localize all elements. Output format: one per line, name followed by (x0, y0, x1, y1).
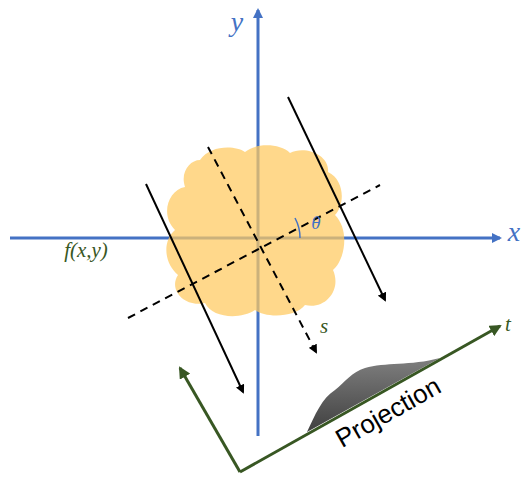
projection-axis (180, 368, 240, 472)
angle-label: θ (311, 213, 320, 232)
ray-line (288, 97, 385, 300)
axis-label: y (231, 8, 243, 36)
axis-label: s (320, 316, 328, 337)
theta-axis (128, 185, 380, 318)
axis-label: x (508, 218, 520, 246)
object-cloud (166, 145, 344, 316)
ray-line (146, 184, 243, 392)
s-axis (208, 147, 316, 352)
t-axis (240, 326, 500, 472)
axis-label: t (505, 314, 511, 335)
theta-arc (295, 218, 300, 238)
function-label: f(x,y) (64, 240, 108, 261)
